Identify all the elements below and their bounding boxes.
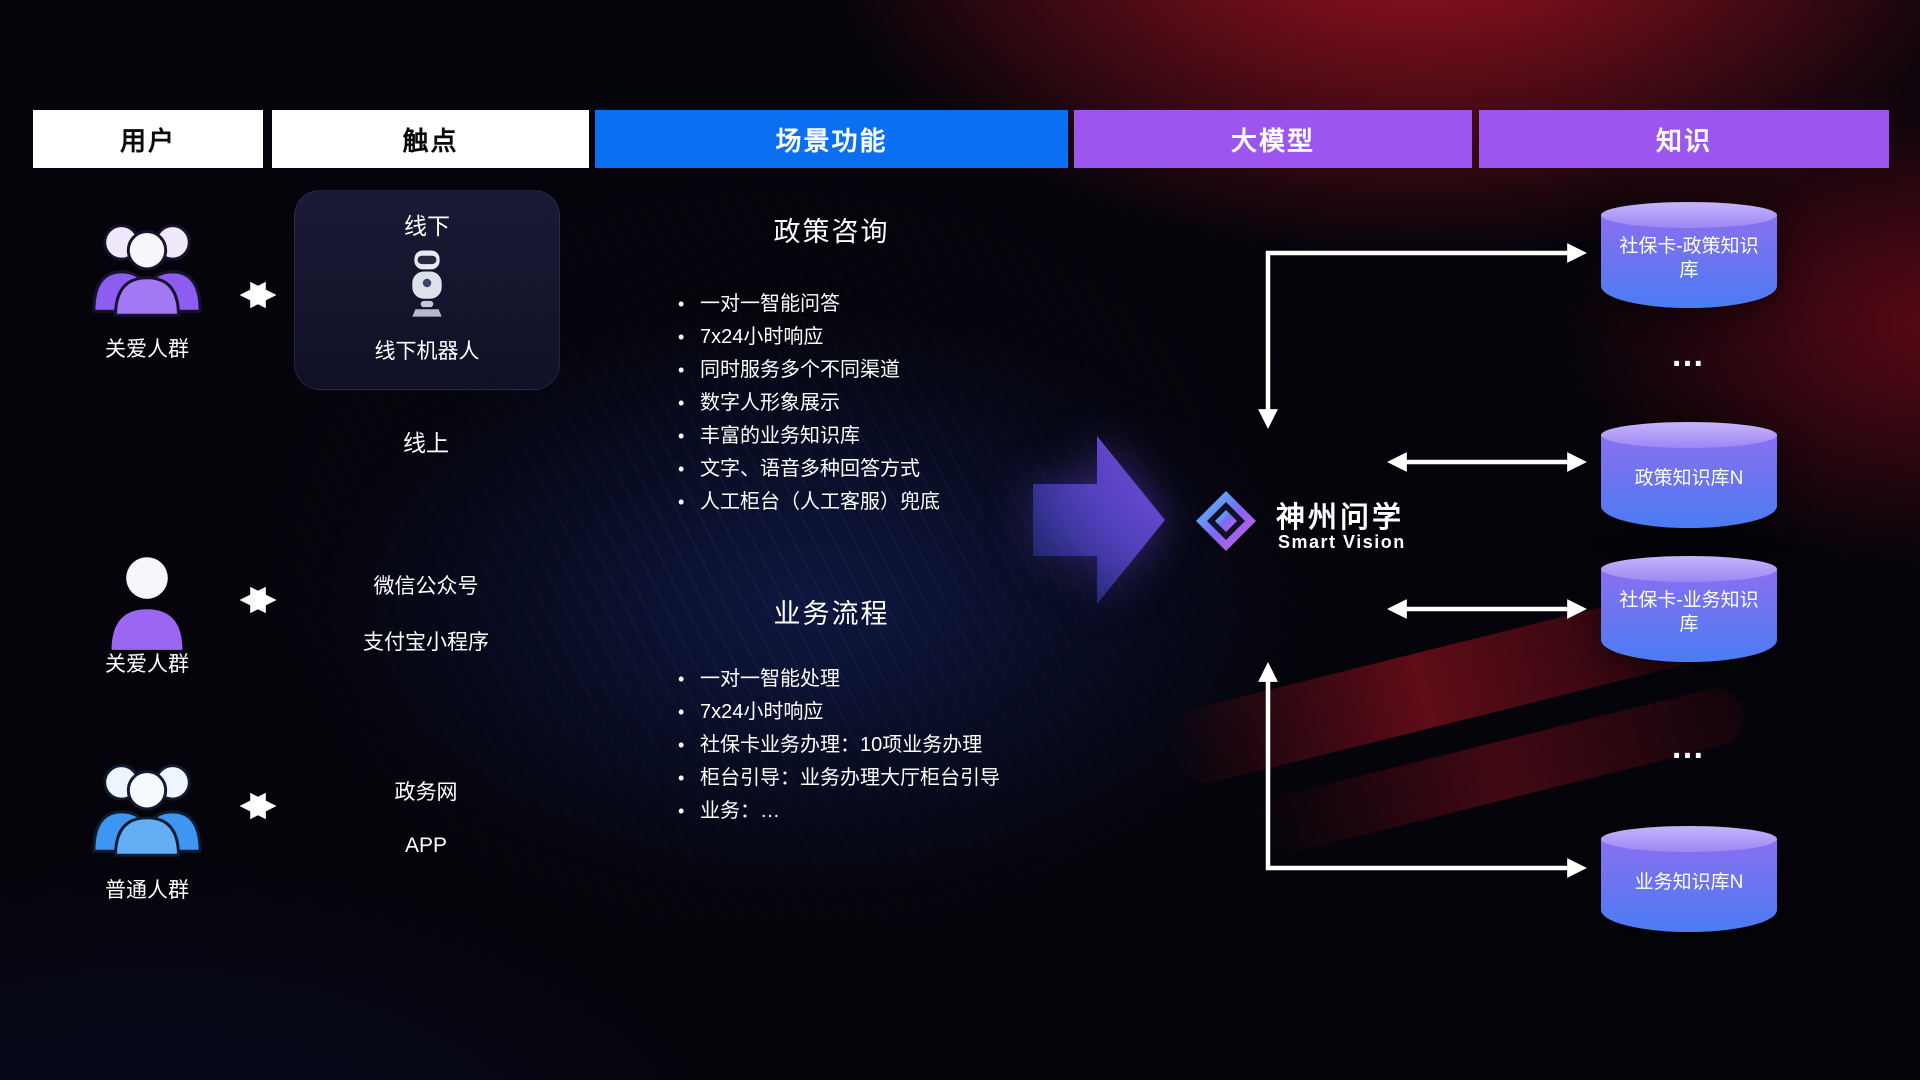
header-column-scene-functions: 场景功能 (595, 110, 1068, 168)
robot-icon (406, 243, 448, 328)
app-channel-label: APP (404, 834, 448, 857)
flow-arrow-icon (1033, 424, 1168, 621)
list-item: 文字、语音多种回答方式 (676, 453, 940, 486)
cylinder-body (1601, 569, 1777, 662)
header-column-touchpoints: 触点 (272, 110, 589, 168)
list-item: 柜台引导：业务办理大厅柜台引导 (676, 762, 1000, 795)
list-item: 丰富的业务知识库 (676, 420, 940, 453)
list-item: 数字人形象展示 (676, 387, 940, 420)
user-label-care-group-1: 关爱人群 (105, 338, 189, 361)
model-name: 神州问学 (1276, 502, 1405, 534)
ellipsis-more-dbs: … (1670, 728, 1708, 766)
offline-title: 线下 (404, 213, 450, 239)
list-item: 7x24小时响应 (676, 696, 1000, 729)
online-label: 线上 (403, 430, 449, 456)
list-item: 一对一智能处理 (676, 663, 1000, 696)
list-item: 一对一智能问答 (676, 288, 940, 321)
cylinder-body (1601, 839, 1777, 932)
model-subtitle: Smart Vision (1278, 532, 1406, 552)
policy-consult-list: 一对一智能问答 7x24小时响应 同时服务多个不同渠道 数字人形象展示 丰富的业… (676, 288, 940, 519)
cylinder-body (1601, 435, 1777, 528)
business-process-title: 业务流程 (773, 599, 890, 629)
gov-web-channel-label: 政务网 (394, 781, 458, 804)
alipay-channel-label: 支付宝小程序 (363, 631, 489, 654)
knowledge-db-label: 社保卡-政策知识库 (1619, 236, 1759, 281)
cylinder-top (1601, 422, 1777, 448)
user-label-ordinary-group: 普通人群 (105, 879, 189, 902)
user-label-care-group-2: 关爱人群 (105, 653, 189, 676)
knowledge-db-policy-sscard: 社保卡-政策知识库 (1601, 202, 1777, 308)
cylinder-top (1601, 826, 1777, 852)
header-column-users: 用户 (33, 110, 263, 168)
cylinder-body (1601, 215, 1777, 308)
header-column-large-model: 大模型 (1074, 110, 1472, 168)
group-people-purple-icon (88, 212, 206, 325)
list-item: 业务：… (676, 795, 1000, 828)
offline-touchpoint-panel: 线下 线下机器人 (294, 190, 560, 390)
list-item: 7x24小时响应 (676, 321, 940, 354)
business-process-list: 一对一智能处理 7x24小时响应 社保卡业务办理：10项业务办理 柜台引导：业务… (676, 663, 1000, 828)
single-person-purple-icon (103, 552, 191, 657)
cylinder-top (1601, 202, 1777, 228)
offline-robot-label: 线下机器人 (374, 340, 480, 363)
group-people-blue-icon (88, 752, 206, 865)
wechat-channel-label: 微信公众号 (373, 575, 479, 598)
header-column-knowledge: 知识 (1479, 110, 1889, 168)
policy-consult-title: 政策咨询 (773, 217, 890, 247)
knowledge-db-label: 政策知识库N (1634, 468, 1744, 489)
list-item: 社保卡业务办理：10项业务办理 (676, 729, 1000, 762)
list-item: 人工柜台（人工客服）兜底 (676, 486, 940, 519)
list-item: 同时服务多个不同渠道 (676, 354, 940, 387)
knowledge-db-policy-n: 政策知识库N (1601, 422, 1777, 528)
cylinder-top (1601, 556, 1777, 582)
ellipsis-more-dbs: … (1670, 336, 1708, 374)
knowledge-db-business-n: 业务知识库N (1601, 826, 1777, 932)
gem-diamond-logo-icon (1194, 489, 1258, 558)
knowledge-db-label: 社保卡-业务知识库 (1619, 590, 1759, 635)
knowledge-db-business-sscard: 社保卡-业务知识库 (1601, 556, 1777, 662)
knowledge-db-label: 业务知识库N (1634, 872, 1744, 893)
